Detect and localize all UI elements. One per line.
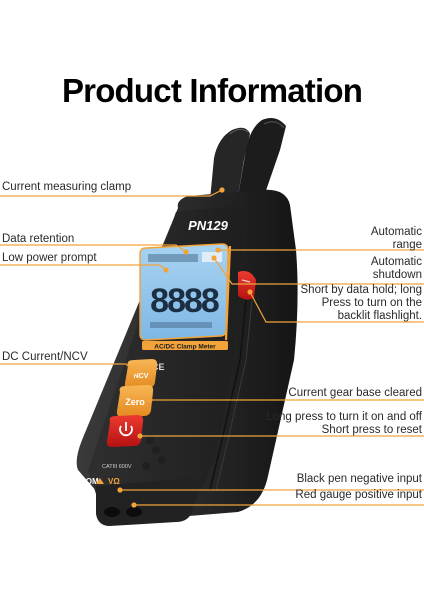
mode-badge-label: AC/DC Clamp Meter xyxy=(154,344,216,351)
lcd-digits: 8888 xyxy=(150,282,219,320)
callout-hold-flashlight: Short by data hold; long Press to turn o… xyxy=(301,284,422,323)
com-terminal-label: COM xyxy=(80,477,99,486)
callout-gear-cleared: Current gear base cleared xyxy=(288,387,422,399)
ncv-button[interactable] xyxy=(124,359,158,389)
meter-body xyxy=(76,189,298,526)
callout-power: Long press to turn it on and off Short p… xyxy=(266,411,422,437)
power-icon xyxy=(119,422,133,437)
ncv-button-label: NCV xyxy=(134,373,149,380)
callout-power-line2: Short press to reset xyxy=(321,424,422,436)
callout-auto-shutdown-line1: Automatic xyxy=(370,256,422,268)
callout-lines xyxy=(0,187,424,508)
callout-black-pen: Black pen negative input xyxy=(296,473,422,485)
callout-dc-ncv: DC Current/NCV xyxy=(2,351,88,363)
callout-auto-range-line1: Automatic xyxy=(370,226,422,238)
callout-hold-line2: Press to turn on the xyxy=(321,297,422,309)
power-button[interactable] xyxy=(106,415,144,447)
rating-label: CATIII 600V xyxy=(102,464,132,470)
mode-badge xyxy=(142,341,228,350)
zero-button[interactable] xyxy=(116,385,154,417)
callout-data-retention: Data retention xyxy=(2,233,75,245)
callout-low-power: Low power prompt xyxy=(2,252,97,264)
callout-auto-range-line2: range xyxy=(392,239,422,251)
ce-mark: CE xyxy=(152,362,165,372)
callout-power-line1: Long press to turn it on and off xyxy=(266,411,422,423)
callout-clamp: Current measuring clamp xyxy=(2,181,132,193)
page-title: Product Information xyxy=(61,72,363,109)
warning-triangle-icon xyxy=(96,478,104,484)
callout-hold-line1: Short by data hold; long xyxy=(300,284,422,296)
zero-button-label: Zero xyxy=(125,397,145,407)
callout-auto-range: Automatic range xyxy=(371,226,422,252)
callout-hold-line3: backlit flashlight. xyxy=(337,310,422,322)
callout-auto-shutdown-line2: shutdown xyxy=(372,269,422,281)
callout-auto-shutdown: Automatic shutdown xyxy=(371,256,422,282)
model-label: PN129 xyxy=(188,218,229,233)
v-terminal-label: VΩ xyxy=(108,477,120,486)
clamp-jaws xyxy=(210,118,286,202)
callout-red-gauge: Red gauge positive input xyxy=(295,489,422,501)
